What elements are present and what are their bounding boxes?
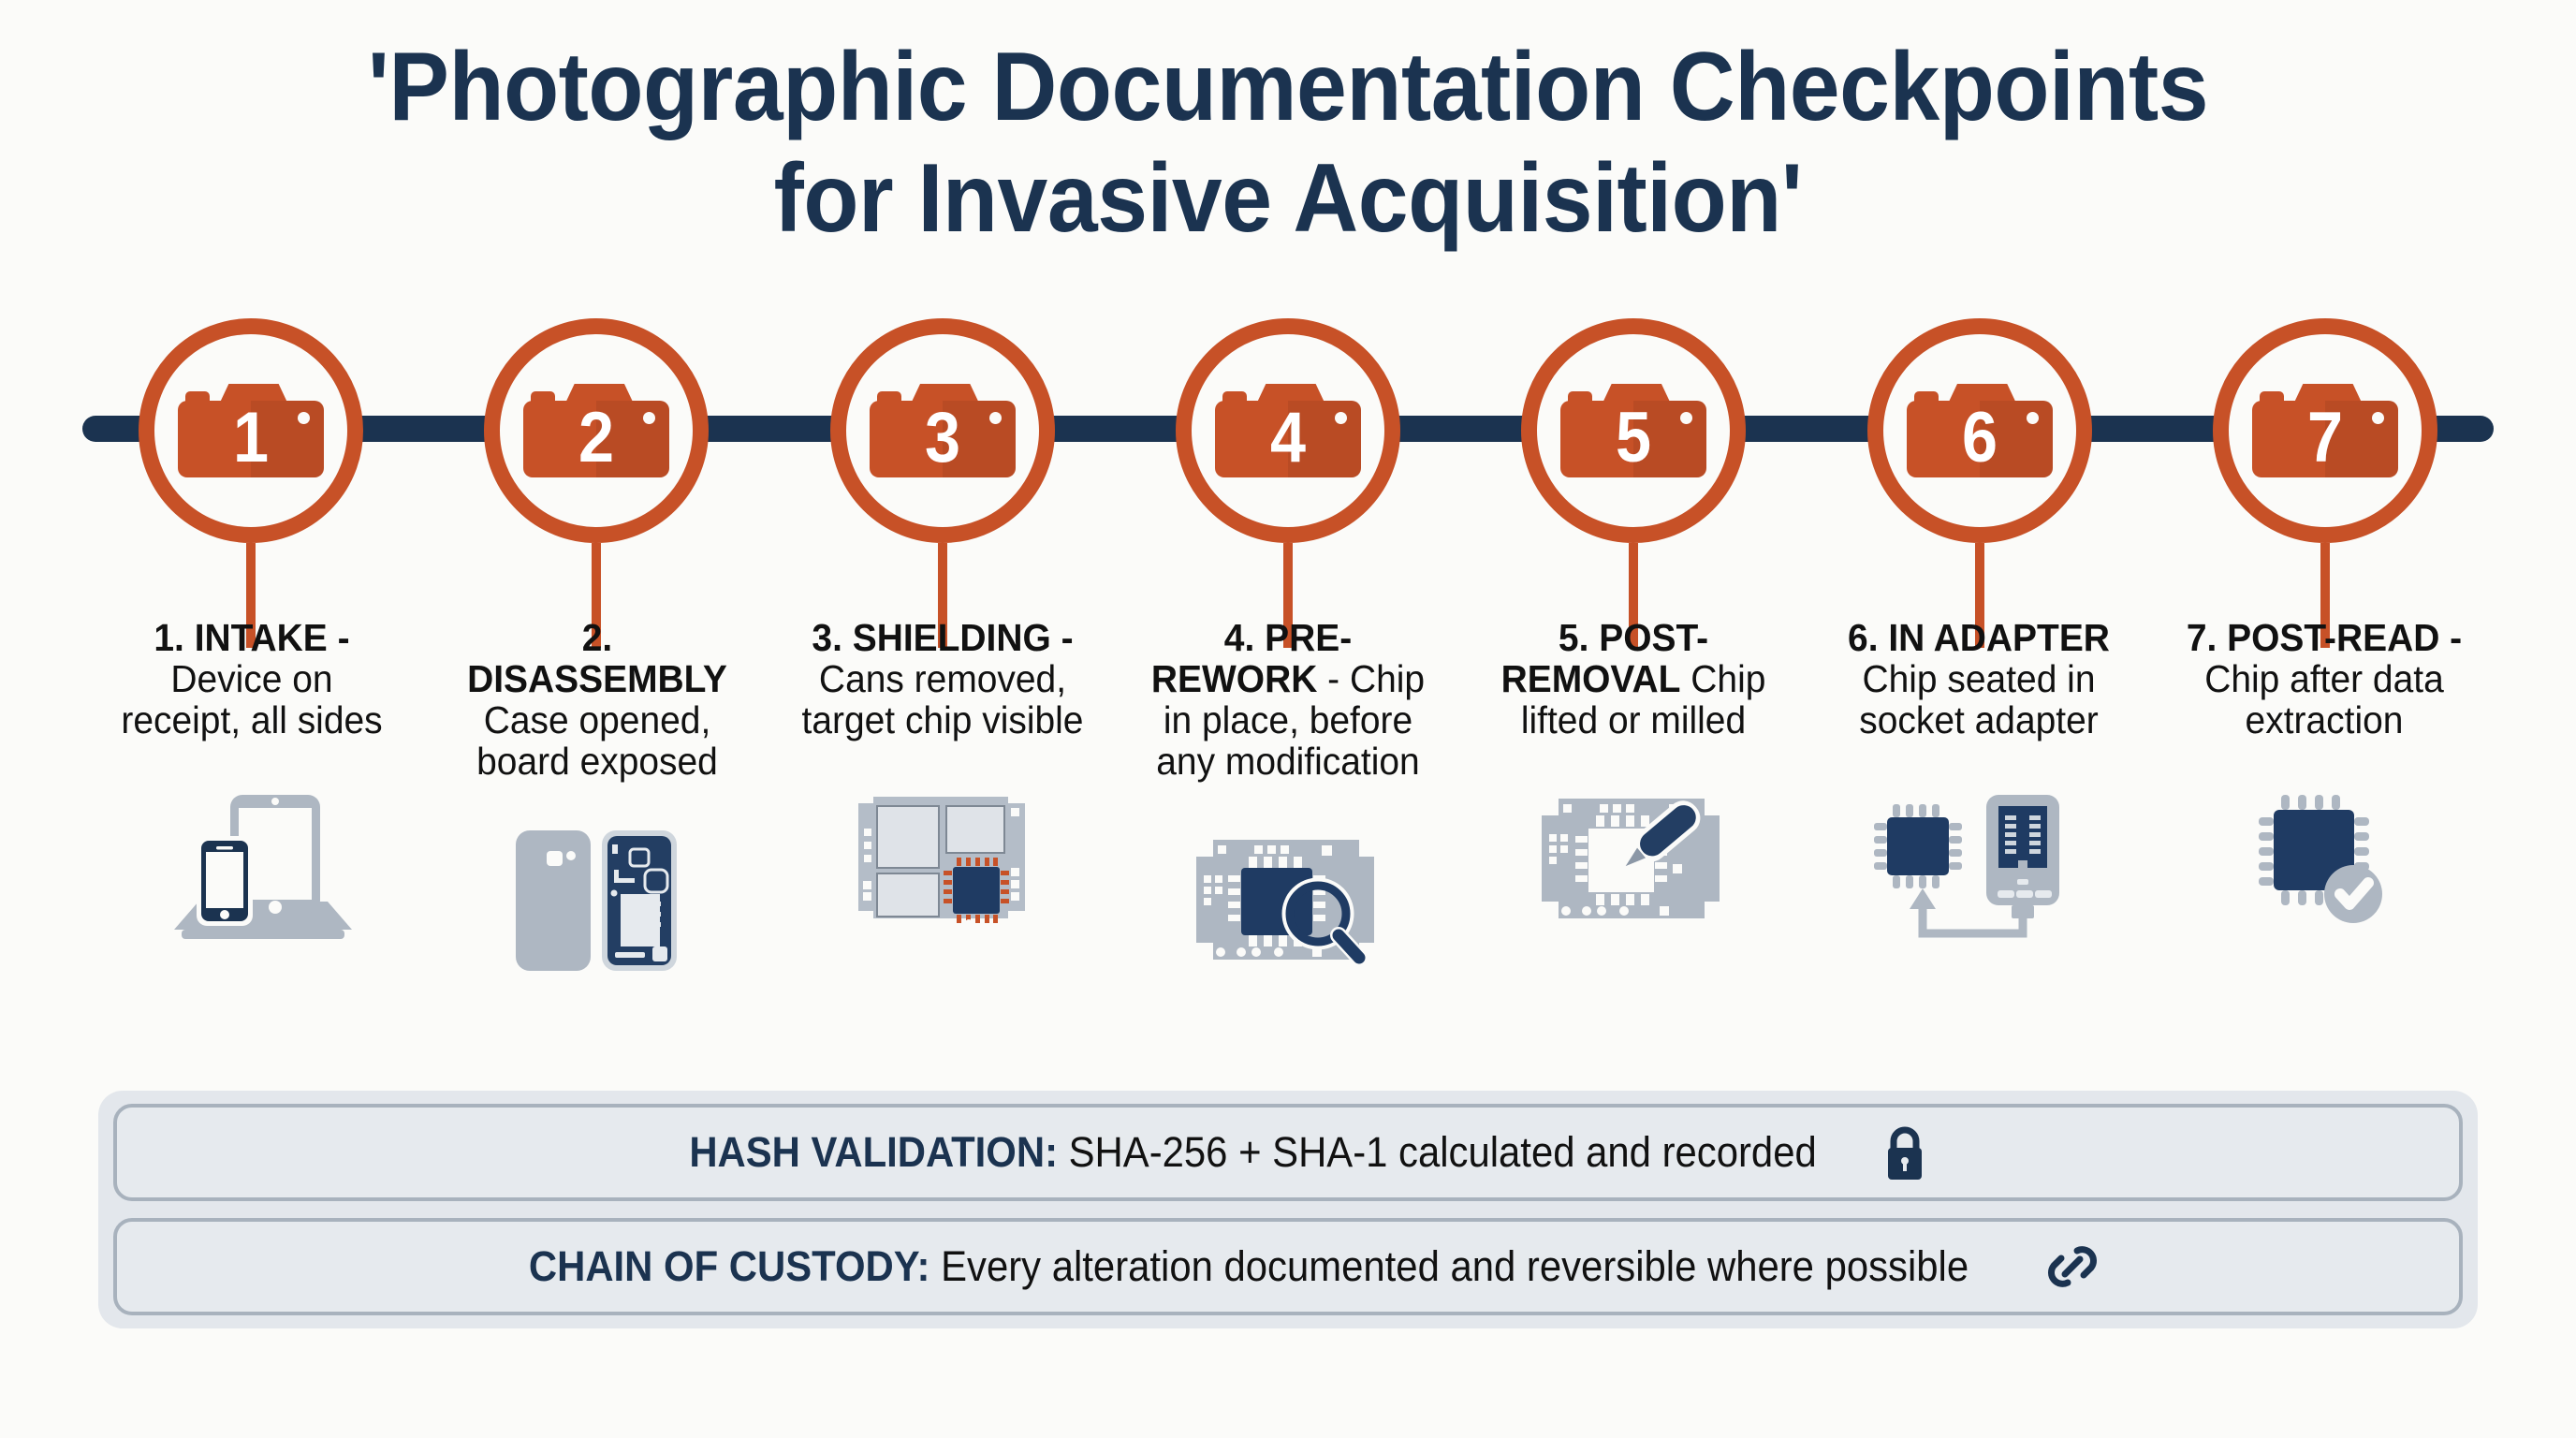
- hash-validation-text: HASH VALIDATION: SHA-256 + SHA-1 calcula…: [690, 1128, 1817, 1177]
- step-heading: 3. SHIELDING -: [812, 616, 1074, 659]
- page-title: 'Photographic Documentation Checkpoints …: [367, 33, 2209, 253]
- step-label: 7. POST-READ - Chip after data extractio…: [2183, 616, 2466, 741]
- hash-validation-bar: HASH VALIDATION: SHA-256 + SHA-1 calcula…: [113, 1104, 2463, 1201]
- step-description: Case opened, board exposed: [476, 697, 718, 783]
- phone-and-tablet-icon: [174, 795, 352, 940]
- timeline-nodes: 1 2 3 4 5: [0, 318, 2576, 648]
- step-item-4: 4. PRE-REWORK - Chip in place, before an…: [1139, 616, 1437, 991]
- step-item-5: 5. POST-REMOVAL Chip lifted or milled: [1485, 616, 1782, 991]
- step-label: 5. POST-REMOVAL Chip lifted or milled: [1492, 616, 1775, 741]
- node-number: 4: [1269, 398, 1307, 477]
- step-label: 1. INTAKE - Device on receipt, all sides: [110, 616, 393, 741]
- camera-icon: 6: [1906, 384, 2053, 477]
- chip-verified-icon: [2259, 795, 2382, 924]
- camera-icon: 5: [1560, 384, 1707, 477]
- node-stem: [937, 543, 947, 648]
- board-shield-cans-icon: [858, 797, 1025, 928]
- step-description: Chip seated in socket adapter: [1859, 656, 2099, 741]
- node-number: 7: [2306, 398, 2343, 477]
- step-description: Chip after data extraction: [2204, 656, 2444, 741]
- timeline-node-5[interactable]: 5: [1521, 318, 1747, 648]
- node-number: 2: [578, 398, 615, 477]
- node-stem: [592, 543, 602, 648]
- step-illustration-2: [448, 804, 746, 991]
- step-description: Chip lifted or milled: [1520, 656, 1766, 741]
- step-illustration-6: [1830, 764, 2128, 951]
- timeline-node-2[interactable]: 2: [484, 318, 710, 648]
- hash-validation-key: HASH VALIDATION:: [689, 1128, 1059, 1176]
- step-heading: 2. DISASSEMBLY: [467, 616, 727, 700]
- chain-of-custody-bar: CHAIN OF CUSTODY: Every alteration docum…: [113, 1218, 2463, 1315]
- step-description: - Chip in place, before any modification: [1156, 656, 1426, 783]
- node-stem: [1629, 543, 1639, 648]
- step-illustration-4: [1139, 804, 1437, 991]
- timeline-node-4[interactable]: 4: [1175, 318, 1400, 648]
- step-illustration-3: [794, 764, 1091, 951]
- step-list: 1. INTAKE - Device on receipt, all sides…: [0, 616, 2576, 991]
- camera-icon: 2: [523, 384, 670, 477]
- chain-of-custody-key: CHAIN OF CUSTODY:: [528, 1242, 930, 1290]
- node-stem: [1282, 543, 1293, 648]
- padlock-icon: [1881, 1123, 1929, 1181]
- step-heading: 7. POST-READ -: [2186, 616, 2463, 659]
- step-heading: 4. PRE-REWORK: [1150, 616, 1353, 700]
- camera-icon: 3: [869, 384, 1016, 477]
- chain-of-custody-value: Every alteration documented and reversib…: [941, 1242, 1969, 1290]
- node-number: 5: [1616, 398, 1652, 477]
- node-number: 1: [232, 398, 270, 477]
- node-number: 3: [924, 398, 960, 477]
- camera-icon: 1: [178, 384, 324, 477]
- step-label: 3. SHIELDING - Cans removed, target chip…: [801, 616, 1084, 741]
- chip-magnifier-icon: [1196, 839, 1374, 968]
- camera-icon: 4: [1214, 384, 1361, 477]
- camera-icon: 7: [2251, 384, 2398, 477]
- milling-tool-board-icon: [1542, 799, 1720, 919]
- node-number: 6: [1961, 398, 1998, 477]
- step-item-6: 6. IN ADAPTER Chip seated in socket adap…: [1830, 616, 2128, 991]
- chip-socket-adapter-icon: [1874, 794, 2059, 938]
- node-stem: [246, 543, 256, 648]
- step-label: 6. IN ADAPTER Chip seated in socket adap…: [1837, 616, 2120, 741]
- node-stem: [1974, 543, 1984, 648]
- chain-of-custody-text: CHAIN OF CUSTODY: Every alteration docum…: [529, 1242, 1969, 1291]
- node-stem: [2320, 543, 2330, 648]
- step-heading: 6. IN ADAPTER: [1848, 616, 2110, 659]
- timeline-node-1[interactable]: 1: [139, 318, 363, 648]
- step-heading: 5. POST-REMOVAL: [1500, 616, 1709, 700]
- step-item-1: 1. INTAKE - Device on receipt, all sides: [103, 616, 401, 991]
- opened-phone-case-icon: [516, 829, 677, 971]
- step-item-7: 7. POST-READ - Chip after data extractio…: [2175, 616, 2473, 991]
- step-label: 2. DISASSEMBLY Case opened, board expose…: [456, 616, 739, 783]
- timeline-node-7[interactable]: 7: [2212, 318, 2437, 648]
- step-item-2: 2. DISASSEMBLY Case opened, board expose…: [448, 616, 746, 991]
- step-illustration-5: [1485, 764, 1782, 951]
- step-illustration-7: [2175, 764, 2473, 951]
- hash-validation-value: SHA-256 + SHA-1 calculated and recorded: [1069, 1128, 1818, 1176]
- step-heading: 1. INTAKE -: [154, 616, 350, 659]
- chain-link-icon: [2043, 1238, 2101, 1296]
- step-description: Cans removed, target chip visible: [801, 656, 1084, 741]
- timeline-node-3[interactable]: 3: [829, 318, 1055, 648]
- step-description: Device on receipt, all sides: [121, 656, 383, 741]
- step-label: 4. PRE-REWORK - Chip in place, before an…: [1147, 616, 1429, 783]
- footer-panel: HASH VALIDATION: SHA-256 + SHA-1 calcula…: [98, 1091, 2478, 1328]
- timeline-node-6[interactable]: 6: [1866, 318, 2092, 648]
- step-illustration-1: [103, 764, 401, 951]
- step-item-3: 3. SHIELDING - Cans removed, target chip…: [794, 616, 1091, 991]
